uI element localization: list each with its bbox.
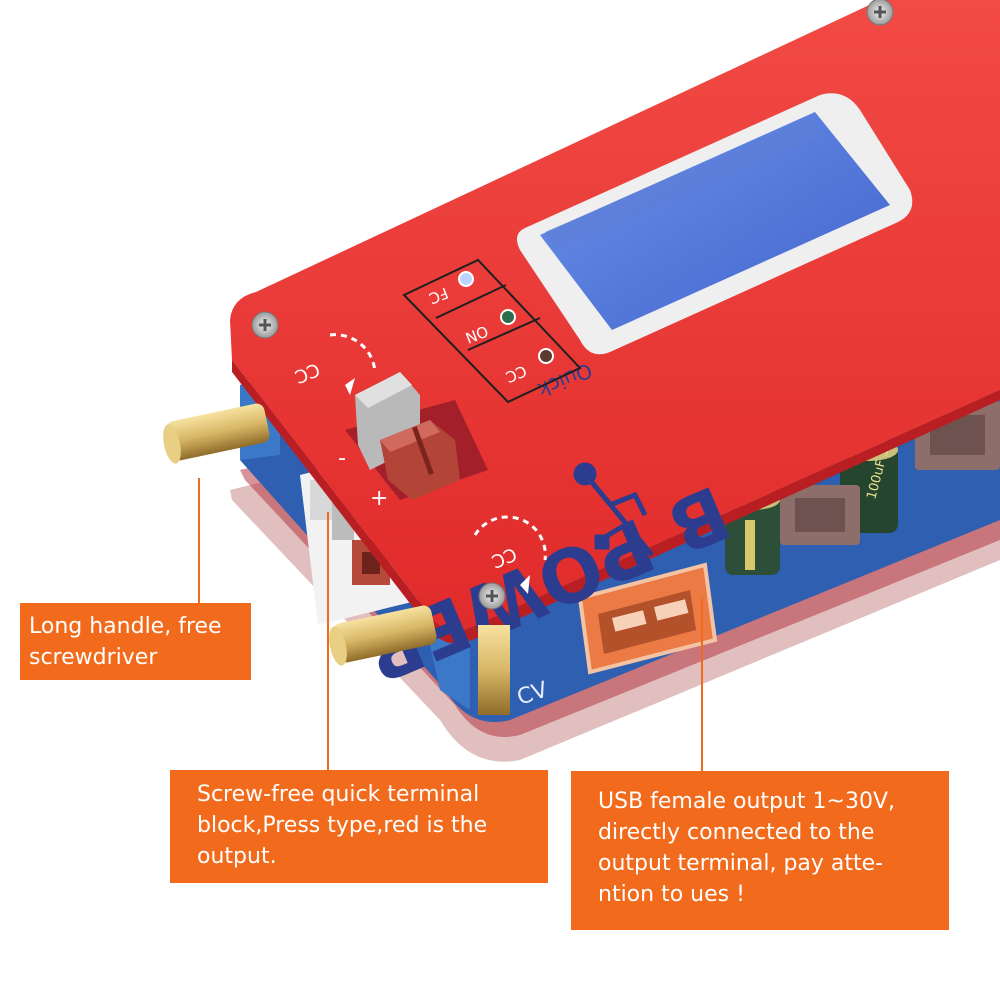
screw-icon	[478, 582, 506, 610]
indicator-label-fc: FC	[426, 284, 450, 308]
screw-icon	[866, 0, 894, 26]
callout-usb-output: USB female output 1~30V, directly connec…	[571, 771, 949, 930]
led-cc	[538, 348, 554, 364]
terminal-lever-red	[380, 420, 460, 500]
leader-line	[327, 512, 329, 771]
brass-knob-bottom	[329, 605, 437, 666]
brass-standoff	[478, 625, 510, 715]
terminal-minus-label: -	[338, 446, 346, 471]
leader-line	[198, 478, 200, 604]
callout-terminal-block: Screw-free quick terminal block,Press ty…	[170, 770, 548, 883]
leader-line	[701, 598, 703, 772]
usb-icon	[573, 462, 654, 557]
top-cover: B POWER Quick FC ON CC CC	[230, 0, 1000, 699]
lcd-screen	[540, 112, 890, 330]
callout-long-handle: Long handle, free screwdriver	[20, 603, 251, 680]
screw-icon	[251, 311, 279, 339]
led-fc	[458, 271, 474, 287]
terminal-plus-label: +	[370, 486, 388, 511]
brass-knob-top	[163, 403, 270, 464]
led-on	[500, 309, 516, 325]
indicator-panel: FC ON CC	[402, 258, 582, 404]
